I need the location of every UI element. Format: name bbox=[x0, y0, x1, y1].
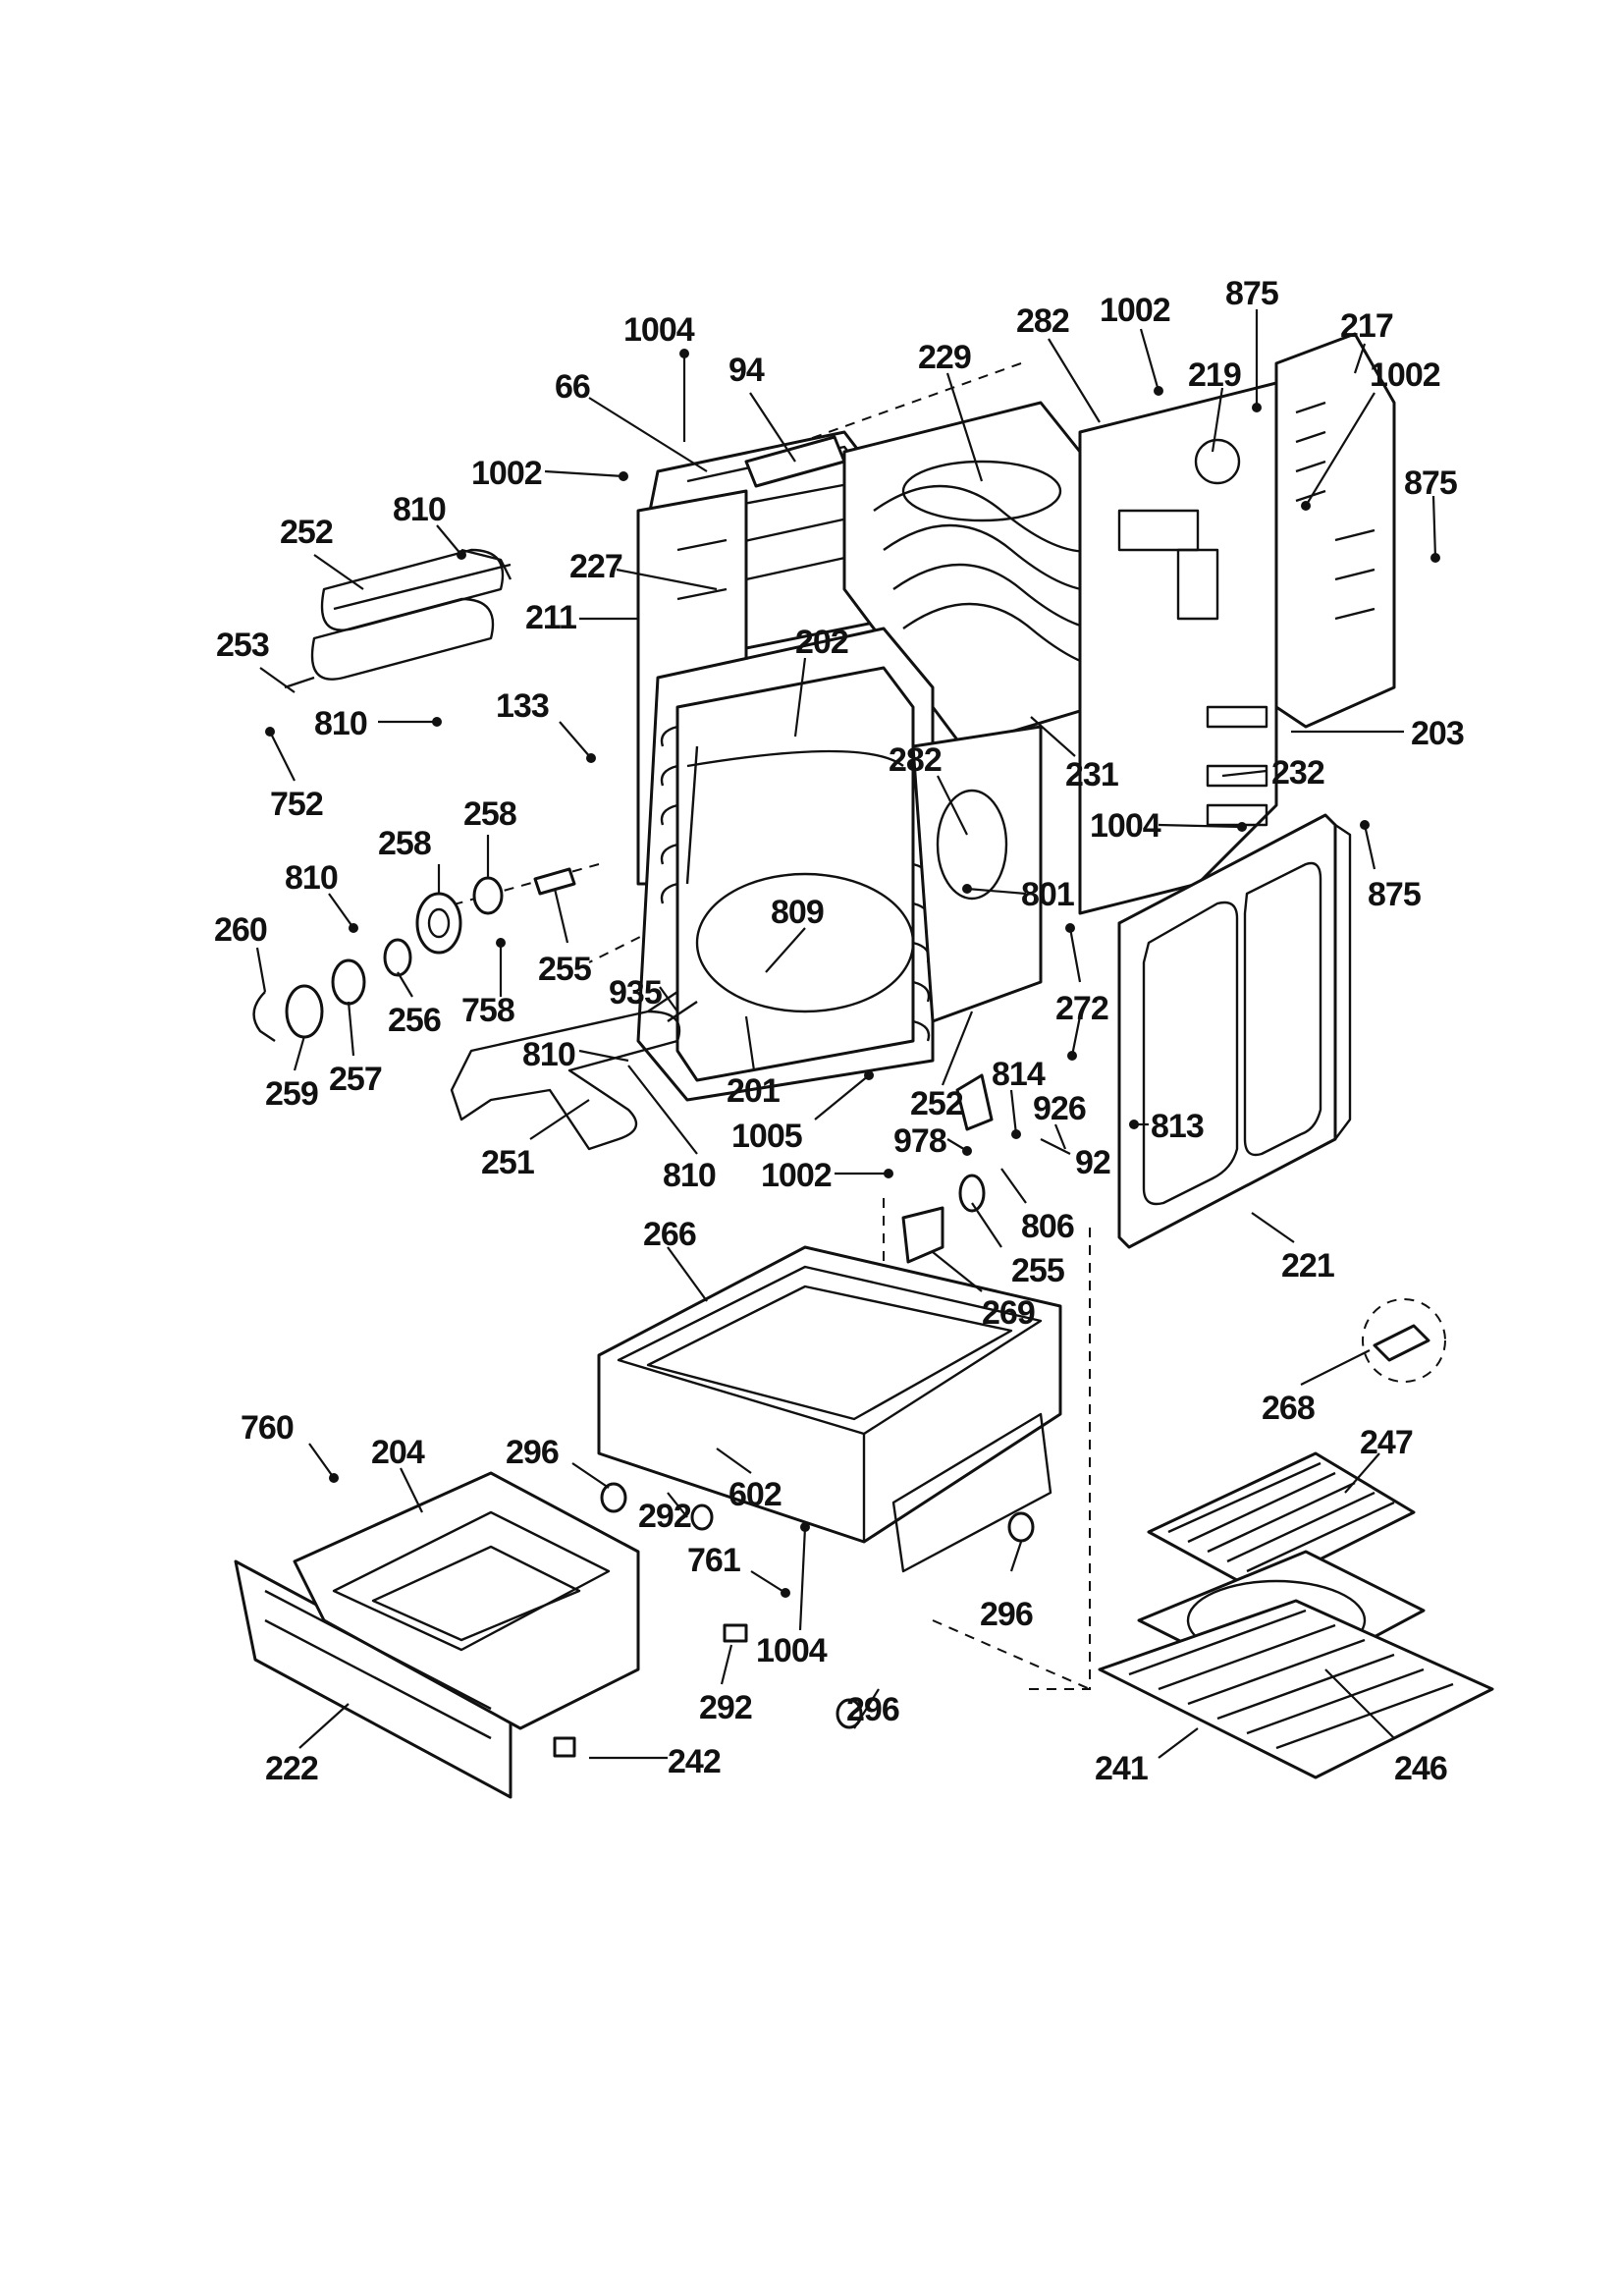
storage-drawer-part bbox=[234, 1471, 640, 1799]
callout-282: 282 bbox=[1016, 302, 1069, 340]
callout-66: 66 bbox=[555, 368, 590, 406]
callout-296: 296 bbox=[980, 1596, 1033, 1633]
callout-268: 268 bbox=[1262, 1390, 1315, 1427]
bake-element-part bbox=[450, 991, 698, 1151]
callout-222: 222 bbox=[265, 1750, 318, 1787]
callout-247: 247 bbox=[1360, 1424, 1413, 1461]
callout-926: 926 bbox=[1033, 1090, 1086, 1127]
hardware-parts bbox=[600, 1073, 1035, 1729]
callout-1004: 1004 bbox=[623, 311, 695, 349]
callout-1002: 1002 bbox=[1100, 292, 1170, 329]
rear-cover-part bbox=[1274, 332, 1396, 729]
back-panel-part bbox=[1078, 381, 1278, 915]
parts-drawing bbox=[234, 332, 1494, 1799]
callout-810: 810 bbox=[522, 1036, 575, 1073]
callout-1002: 1002 bbox=[1370, 356, 1440, 394]
oven-door-part bbox=[1117, 813, 1352, 1249]
callout-1004: 1004 bbox=[1090, 807, 1161, 845]
callout-94: 94 bbox=[728, 352, 765, 389]
callout-602: 602 bbox=[728, 1476, 782, 1513]
callout-231: 231 bbox=[1065, 756, 1118, 793]
callout-204: 204 bbox=[371, 1434, 425, 1471]
callout-875: 875 bbox=[1368, 876, 1421, 913]
callout-810: 810 bbox=[285, 859, 338, 897]
callout-813: 813 bbox=[1151, 1108, 1204, 1145]
callout-296: 296 bbox=[846, 1691, 899, 1728]
callout-935: 935 bbox=[609, 974, 662, 1011]
callout-875: 875 bbox=[1225, 275, 1278, 312]
callout-809: 809 bbox=[771, 894, 824, 931]
callout-801: 801 bbox=[1021, 876, 1074, 913]
oven-cavity-part bbox=[636, 627, 1043, 1102]
callout-246: 246 bbox=[1394, 1750, 1447, 1787]
callout-758: 758 bbox=[461, 992, 514, 1029]
callout-92: 92 bbox=[1075, 1144, 1110, 1181]
callout-255: 255 bbox=[1011, 1252, 1064, 1289]
callout-252: 252 bbox=[280, 514, 333, 551]
callout-labels: 1004 94 66 1002 229 282 1002 875 219 217… bbox=[214, 275, 1465, 1787]
callout-814: 814 bbox=[992, 1056, 1046, 1093]
callout-253: 253 bbox=[216, 627, 269, 664]
broil-element-part bbox=[284, 548, 512, 689]
callout-292: 292 bbox=[699, 1689, 752, 1726]
callout-258: 258 bbox=[378, 825, 431, 862]
drawer-housing-part bbox=[597, 1245, 1062, 1573]
detail-circle-part bbox=[1362, 1298, 1446, 1383]
callout-752: 752 bbox=[270, 786, 323, 823]
callout-259: 259 bbox=[265, 1075, 318, 1113]
callout-257: 257 bbox=[329, 1061, 382, 1098]
callout-292: 292 bbox=[638, 1498, 691, 1535]
callout-229: 229 bbox=[918, 339, 971, 376]
callout-296: 296 bbox=[506, 1434, 559, 1471]
callout-266: 266 bbox=[643, 1216, 696, 1253]
callout-219: 219 bbox=[1188, 356, 1241, 394]
callout-978: 978 bbox=[893, 1122, 946, 1160]
callout-1005: 1005 bbox=[731, 1118, 802, 1155]
callout-258: 258 bbox=[463, 795, 516, 833]
callout-761: 761 bbox=[687, 1542, 740, 1579]
callout-810: 810 bbox=[663, 1157, 716, 1194]
rack-pan-part bbox=[1098, 1451, 1494, 1779]
callout-133: 133 bbox=[496, 687, 549, 725]
callout-1004: 1004 bbox=[756, 1632, 828, 1669]
knob-assembly-part bbox=[252, 867, 576, 1042]
callout-272: 272 bbox=[1055, 990, 1108, 1027]
callout-760: 760 bbox=[241, 1409, 294, 1447]
callout-1002: 1002 bbox=[761, 1157, 832, 1194]
callout-201: 201 bbox=[727, 1072, 780, 1110]
callout-251: 251 bbox=[481, 1144, 534, 1181]
callout-256: 256 bbox=[388, 1002, 441, 1039]
callout-227: 227 bbox=[569, 548, 622, 585]
callout-260: 260 bbox=[214, 911, 267, 949]
callout-810: 810 bbox=[393, 491, 446, 528]
callout-242: 242 bbox=[668, 1743, 721, 1780]
callout-282: 282 bbox=[889, 741, 942, 779]
callout-255: 255 bbox=[538, 951, 591, 988]
callout-232: 232 bbox=[1271, 754, 1324, 792]
leader-lines bbox=[255, 309, 1440, 1760]
callout-810: 810 bbox=[314, 705, 367, 742]
callout-203: 203 bbox=[1411, 715, 1464, 752]
callout-252: 252 bbox=[910, 1085, 963, 1122]
callout-1002: 1002 bbox=[471, 455, 542, 492]
callout-806: 806 bbox=[1021, 1208, 1074, 1245]
callout-875: 875 bbox=[1404, 465, 1457, 502]
callout-217: 217 bbox=[1340, 307, 1393, 345]
callout-211: 211 bbox=[525, 599, 576, 636]
callout-269: 269 bbox=[982, 1294, 1035, 1332]
callout-221: 221 bbox=[1281, 1247, 1334, 1285]
callout-241: 241 bbox=[1095, 1750, 1148, 1787]
callout-202: 202 bbox=[795, 624, 848, 661]
